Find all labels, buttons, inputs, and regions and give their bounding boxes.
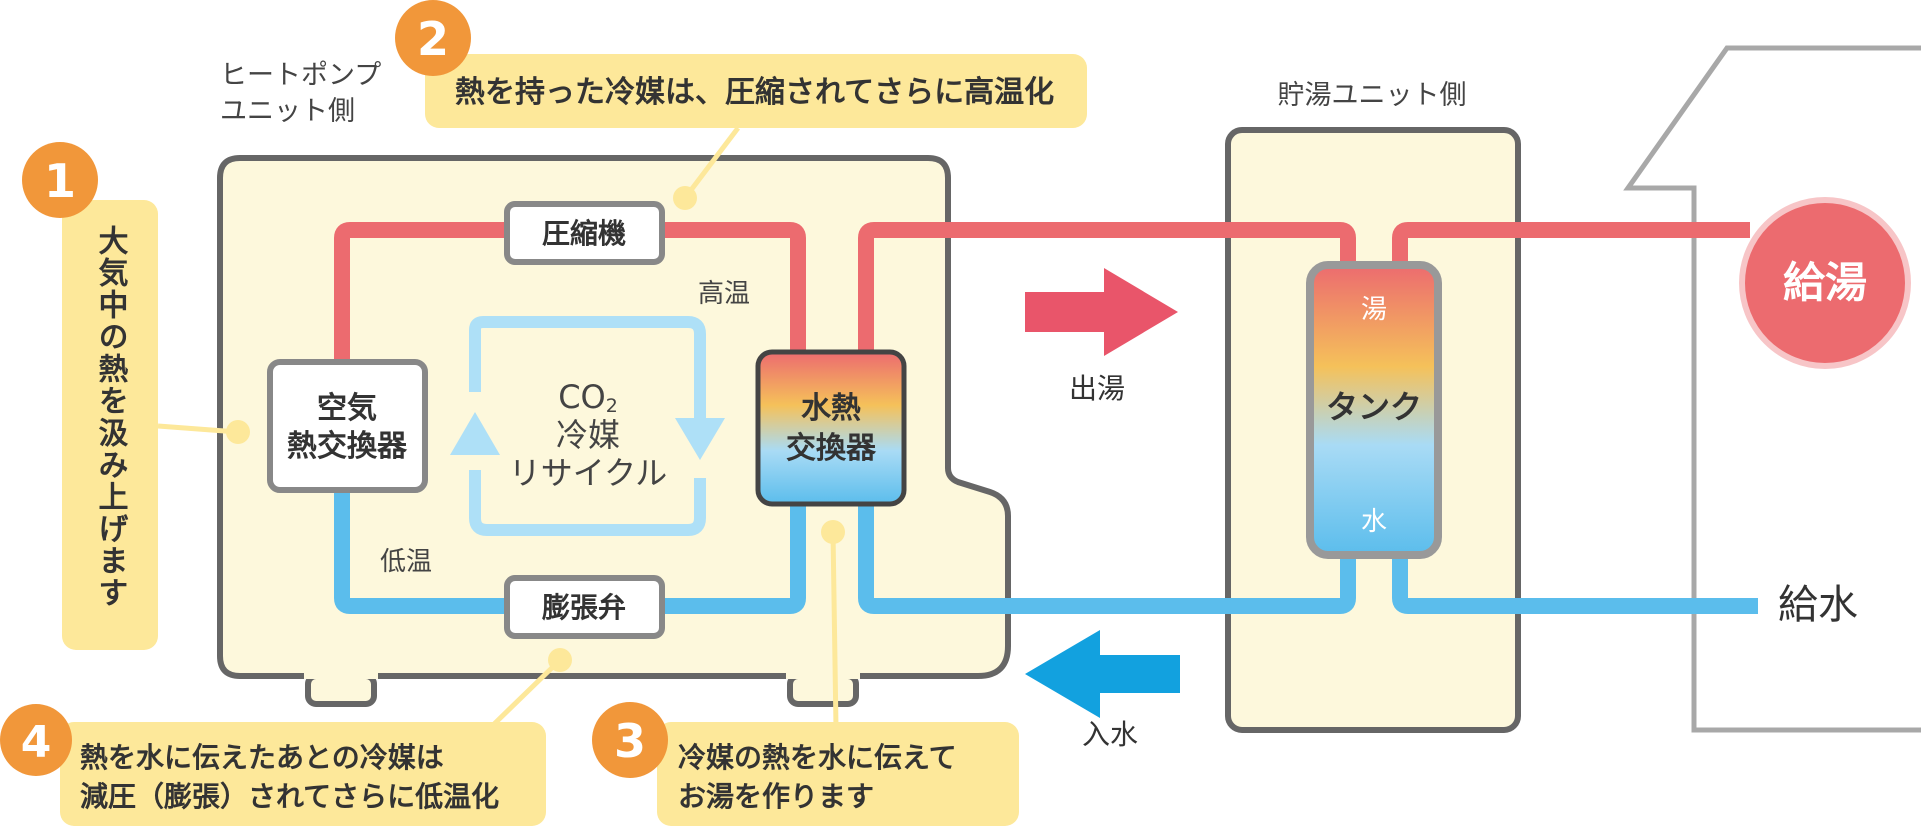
refrigerant-label-1: CO2 [558, 378, 618, 417]
step1-number: 1 [44, 154, 76, 208]
hot-water-pipe [858, 222, 1356, 358]
step4-pointer [548, 648, 572, 672]
step1-note [62, 200, 158, 650]
step4-text-1: 熱を水に伝えたあとの冷媒は [80, 741, 444, 774]
refrigerant-label-2: 冷媒 [556, 416, 620, 454]
air-hx-label-2: 熱交換器 [287, 429, 408, 464]
step3-number: 3 [614, 714, 646, 768]
supply-water-pipe [1392, 545, 1758, 614]
step2-text: 熱を持った冷媒は、圧縮されてさらに高温化 [455, 75, 1054, 110]
tank-label: タンク [1326, 388, 1422, 426]
supply-hot-circle [1739, 197, 1911, 369]
storage-unit-label: 貯湯ユニット側 [1278, 80, 1467, 111]
tank-top-label: 湯 [1361, 295, 1387, 325]
step1-pointer [226, 420, 250, 444]
water-in-arrow [1025, 630, 1180, 718]
air-hx-label-1: 空気 [317, 391, 377, 426]
tank [1306, 261, 1442, 559]
step4-text-2: 減圧（膨張）されてさらに低温化 [80, 780, 499, 813]
house-outline [1623, 45, 1921, 733]
step2-note [425, 54, 1087, 128]
step3-badge [592, 702, 668, 778]
heat-pump-unit-label-1: ヒートポンプ [220, 60, 381, 91]
air-heat-exchanger [267, 359, 428, 493]
expansion-valve-label: 膨張弁 [541, 591, 626, 624]
supply-hot-label: 給湯 [1783, 258, 1867, 307]
step2-pointer [673, 186, 697, 210]
recycle-loop-left [469, 316, 706, 420]
step1-text: 大気中の熱を汲み上げます [93, 225, 129, 609]
water-heat-exchanger [755, 349, 907, 507]
step2-badge [395, 0, 471, 76]
water-in-label: 入水 [1082, 718, 1138, 751]
return-water-pipe [858, 505, 1356, 614]
step4-badge [0, 704, 72, 776]
tank-bottom-label: 水 [1361, 507, 1387, 537]
unit-foot-left [305, 673, 377, 707]
hot-out-label: 出湯 [1069, 372, 1125, 405]
low-temp-label: 低温 [380, 547, 432, 577]
step3-text-2: お湯を作ります [678, 780, 874, 813]
unit-foot-right [787, 673, 859, 707]
supply-hot-pipe [1392, 222, 1750, 285]
hot-out-arrow [1025, 268, 1178, 356]
recycle-arrow-up [450, 412, 500, 455]
recycle-loop-bottom [469, 470, 706, 536]
step3-pointer [821, 520, 845, 544]
step3-note [657, 722, 1019, 826]
step4-number: 4 [21, 717, 52, 768]
refrigerant-label-3: リサイクル [509, 454, 667, 492]
step4-note [60, 722, 546, 826]
compressor-label: 圧縮機 [542, 217, 626, 250]
supply-water-label: 給水 [1778, 582, 1858, 628]
step2-number: 2 [417, 12, 449, 66]
recycle-arrow-down [675, 418, 725, 460]
compressor-box [504, 201, 665, 265]
step3-text-1: 冷媒の熱を水に伝えて [678, 741, 957, 774]
heat-pump-unit-label-2: ユニット側 [220, 96, 355, 127]
water-hx-label-2: 交換器 [786, 431, 877, 466]
water-hx-label-1: 水熱 [801, 391, 861, 426]
expansion-valve-box [504, 575, 665, 639]
step1-badge [22, 142, 98, 218]
heat-pump-unit [217, 155, 1011, 679]
high-temp-label: 高温 [698, 279, 750, 309]
